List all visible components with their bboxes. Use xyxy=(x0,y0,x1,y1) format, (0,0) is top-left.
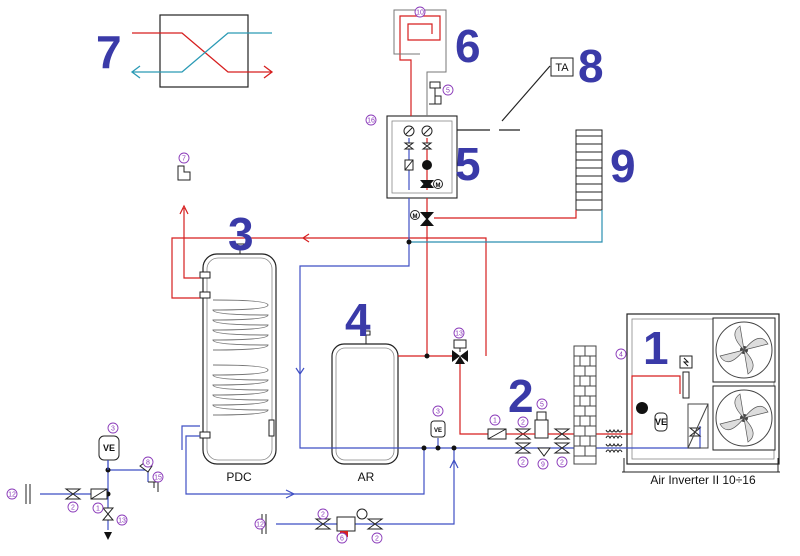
svg-text:M: M xyxy=(413,214,418,220)
valve-group-hp xyxy=(487,411,618,457)
motorized-valve-top: M xyxy=(410,210,434,226)
callout-3: 3 xyxy=(228,208,254,260)
tag-16: 16 xyxy=(367,118,375,125)
callout-2: 2 xyxy=(508,370,534,422)
tag-1a: 1 xyxy=(493,418,497,425)
pdc-label: PDC xyxy=(226,470,252,484)
thermostat-label: TA xyxy=(555,62,569,74)
tag-2b: 2 xyxy=(521,460,525,467)
underfloor-coil xyxy=(393,9,447,116)
tag-2c: 2 xyxy=(560,460,564,467)
tag-3b: 3 xyxy=(111,426,115,433)
tag-12a: 12 xyxy=(8,492,16,499)
tag-2a: 2 xyxy=(521,420,525,427)
cold-water-inlet-fittings xyxy=(25,459,384,540)
radiator xyxy=(575,129,603,211)
tag-4: 4 xyxy=(619,352,623,359)
callout-4: 4 xyxy=(345,294,371,346)
tag-2d: 2 xyxy=(71,505,75,512)
callout-7: 7 xyxy=(96,26,122,78)
tag-13a: 13 xyxy=(455,331,463,338)
tag-15: 15 xyxy=(154,475,162,482)
number-tags: 10 5 16 7 13 4 1 2 5 2 9 2 3 3 8 15 12 2… xyxy=(6,6,627,544)
tag-5b: 5 xyxy=(540,402,544,409)
heat-pump-unit xyxy=(618,313,780,473)
callout-9: 9 xyxy=(610,140,636,192)
expansion-vessel-small xyxy=(430,420,446,438)
tag-13b: 13 xyxy=(118,518,126,525)
callout-6: 6 xyxy=(455,20,481,72)
return-pipes xyxy=(40,198,618,530)
callout-5: 5 xyxy=(455,138,481,190)
thermostat: TA xyxy=(457,57,574,131)
mixing-group: M xyxy=(386,115,458,199)
tag-5a: 5 xyxy=(446,88,450,95)
callout-8: 8 xyxy=(578,40,604,92)
flex-hoses xyxy=(605,428,623,454)
main-ve-label: VE xyxy=(103,443,115,453)
flow-pipes xyxy=(171,198,577,435)
callout-1: 1 xyxy=(643,322,669,374)
tag-2e: 2 xyxy=(321,512,325,519)
heat-pump-label: Air Inverter II 10÷16 xyxy=(650,473,756,487)
brick-wall xyxy=(573,345,597,465)
tag-10: 10 xyxy=(416,10,424,17)
tag-8: 8 xyxy=(146,460,150,467)
ar-label: AR xyxy=(358,470,375,484)
svg-text:M: M xyxy=(436,183,441,189)
tag-3a: 3 xyxy=(436,409,440,416)
expansion-vessel-main xyxy=(98,435,120,470)
tag-6: 6 xyxy=(340,536,344,543)
air-vent-top xyxy=(429,81,442,105)
tag-1b: 1 xyxy=(96,506,100,513)
ar-tank xyxy=(331,330,399,465)
tag-9: 9 xyxy=(541,462,545,469)
hp-ve-label: VE xyxy=(655,417,667,427)
tag-2f: 2 xyxy=(375,536,379,543)
pdc-tank xyxy=(199,243,277,465)
tag-7: 7 xyxy=(182,156,186,163)
tank-vent xyxy=(177,165,191,181)
small-ve-label: VE xyxy=(434,428,442,434)
three-way-valve xyxy=(452,339,468,364)
heat-recovery-unit xyxy=(130,14,274,88)
tag-12b: 12 xyxy=(256,522,264,529)
